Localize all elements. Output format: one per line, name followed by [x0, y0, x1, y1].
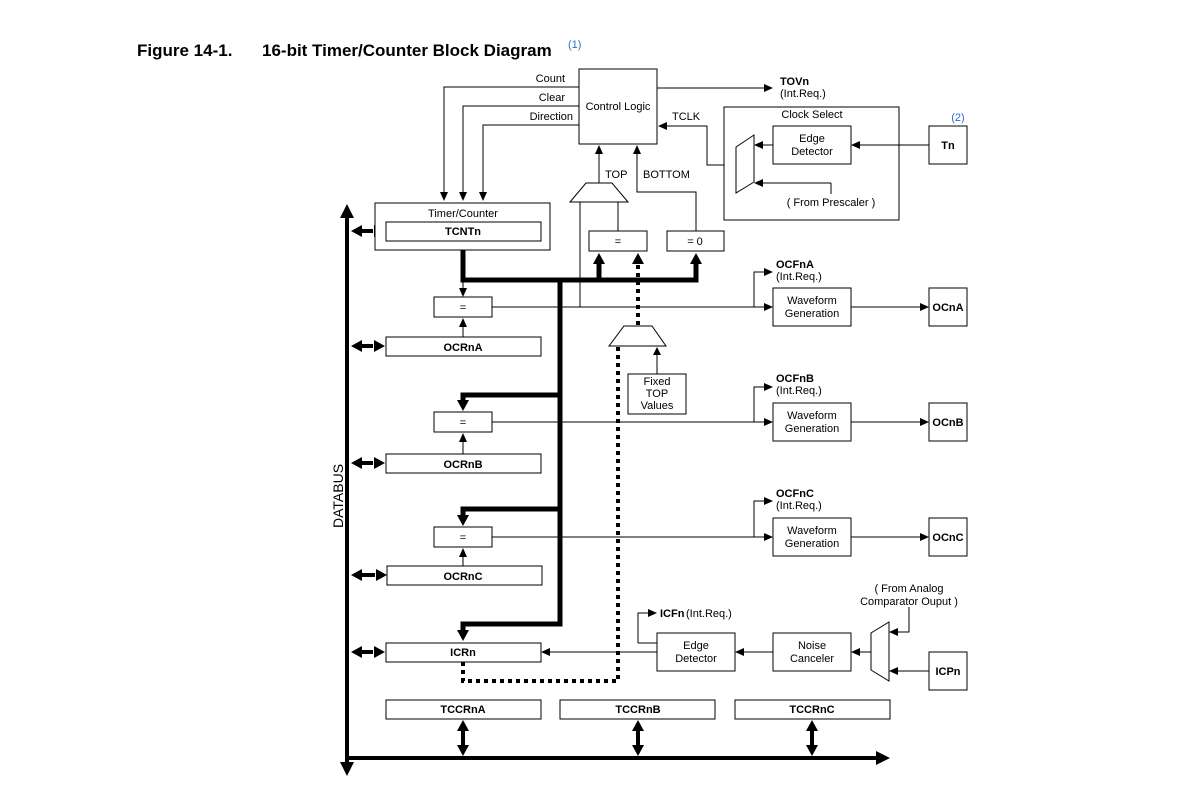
- ocna-pin: [928, 287, 968, 327]
- waveform-c-line2: Generation: [785, 538, 839, 550]
- icrn-label: ICRn: [450, 647, 476, 659]
- icpn-label: ICPn: [935, 666, 960, 678]
- figure-note-ref: (1): [568, 39, 581, 51]
- tccrna-label: TCCRnA: [440, 704, 485, 716]
- ocrnc-label: OCRnC: [443, 571, 482, 583]
- ocnc-label: OCnC: [932, 532, 963, 544]
- tccrnc-label: TCCRnC: [789, 704, 834, 716]
- edge-detector-bottom: [656, 632, 736, 672]
- noise-canceler-line2: Canceler: [790, 653, 834, 665]
- bottom-comparator: [666, 230, 725, 252]
- icp-mux: [870, 621, 890, 682]
- ocfnb-intreq: (Int.Req.): [776, 385, 822, 397]
- direction-label: Direction: [530, 111, 573, 123]
- tovn-intreq: (Int.Req.): [780, 88, 826, 100]
- control-signals: [440, 86, 579, 201]
- ocnb-label: OCnB: [932, 417, 963, 429]
- databus: [340, 204, 890, 776]
- ocnb-pin: [928, 402, 968, 442]
- bottom-comparator-label: = 0: [687, 236, 703, 248]
- tn-pin: [928, 125, 968, 165]
- tccrna-register: [385, 699, 542, 720]
- edge-detector-top-line1: Edge: [799, 133, 825, 145]
- edge-detector-top: [772, 125, 852, 165]
- icr-top-path: [461, 253, 644, 683]
- ocfna-intreq: (Int.Req.): [776, 271, 822, 283]
- ocfnc-intreq: (Int.Req.): [776, 500, 822, 512]
- waveform-a-line2: Generation: [785, 308, 839, 320]
- icfn-label: ICFn: [660, 608, 685, 620]
- icfn-intreq: (Int.Req.): [686, 608, 732, 620]
- tn-label: Tn: [941, 140, 955, 152]
- compare-a-label: =: [460, 302, 466, 314]
- bottom-label: BOTTOM: [643, 169, 690, 181]
- edge-detector-bottom-line2: Detector: [675, 653, 717, 665]
- icpn-pin: [928, 651, 968, 691]
- control-logic-block: [578, 68, 658, 145]
- tovn-label: TOVn: [780, 76, 809, 88]
- tcntn-label: TCNTn: [445, 226, 481, 238]
- waveform-b-line1: Waveform: [787, 410, 837, 422]
- ocrnc-register: [386, 565, 543, 586]
- tccrnb-register: [559, 699, 716, 720]
- clear-label: Clear: [539, 92, 566, 104]
- ocnc-pin: [928, 517, 968, 557]
- waveform-a-line1: Waveform: [787, 295, 837, 307]
- icrn-register: [385, 642, 542, 663]
- compare-b-label: =: [460, 417, 466, 429]
- ocrna-label: OCRnA: [443, 342, 482, 354]
- noise-canceler-line1: Noise: [798, 640, 826, 652]
- from-prescaler-label: ( From Prescaler ): [787, 197, 876, 209]
- edge-detector-top-line2: Detector: [791, 146, 833, 158]
- ocfnc-label: OCFnC: [776, 488, 814, 500]
- waveform-b-line2: Generation: [785, 423, 839, 435]
- compare-c-label: =: [460, 532, 466, 544]
- waveform-generation-b: [772, 402, 852, 442]
- waveform-generation-c: [772, 517, 852, 557]
- waveform-c-line1: Waveform: [787, 525, 837, 537]
- timer-counter-label: Timer/Counter: [428, 208, 498, 220]
- ocfna-label: OCFnA: [776, 259, 814, 271]
- edge-detector-bottom-line1: Edge: [683, 640, 709, 652]
- figure-title: 16-bit Timer/Counter Block Diagram: [262, 41, 552, 60]
- count-label: Count: [536, 73, 565, 85]
- ocfnb-label: OCFnB: [776, 373, 814, 385]
- from-analog-line2: Comparator Ouput ): [860, 596, 958, 608]
- figure-label: Figure 14-1.: [137, 41, 232, 60]
- tn-note: (2): [951, 112, 964, 124]
- fixed-top-line3: Values: [641, 400, 674, 412]
- tccrnc-register: [734, 699, 891, 720]
- fixed-top-mux: [608, 325, 667, 347]
- noise-canceler: [772, 632, 852, 672]
- top-comparator-label: =: [615, 236, 621, 248]
- top-label: TOP: [605, 169, 627, 181]
- databus-label: DATABUS: [330, 464, 346, 528]
- control-logic-label: Control Logic: [586, 101, 651, 113]
- top-mux: [568, 182, 630, 203]
- ocna-label: OCnA: [932, 302, 963, 314]
- tcntn-register: [385, 221, 542, 242]
- fixed-top-line2: TOP: [646, 388, 668, 400]
- clock-select-mux: [735, 134, 755, 194]
- databus-taps: [351, 225, 818, 756]
- tccrnb-label: TCCRnB: [615, 704, 660, 716]
- tclk-label: TCLK: [672, 111, 701, 123]
- waveform-generation-a: [772, 287, 852, 327]
- from-analog-line1: ( From Analog: [874, 583, 943, 595]
- ocrnb-label: OCRnB: [443, 459, 482, 471]
- fixed-top-line1: Fixed: [644, 376, 671, 388]
- clock-select-label: Clock Select: [781, 109, 842, 121]
